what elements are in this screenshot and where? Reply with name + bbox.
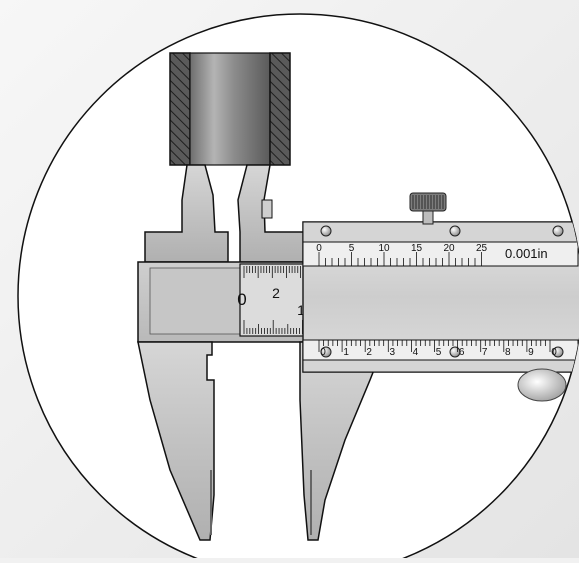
- screw-icon: [320, 225, 332, 237]
- scale-label: 5: [436, 347, 442, 358]
- scale-label: 0: [320, 347, 326, 358]
- scale-label: 15: [411, 243, 423, 254]
- unit-label: 0.001in: [505, 246, 548, 261]
- vernier-slider: [302, 221, 579, 373]
- thumb-wheel-icon[interactable]: [409, 192, 447, 225]
- scale-label: 9: [528, 347, 534, 358]
- pipe: [169, 52, 291, 166]
- scale-label: 8: [505, 347, 511, 358]
- scale-label: 7: [482, 347, 488, 358]
- pipe-bore: [189, 52, 271, 166]
- roller-wheel-icon: [517, 368, 567, 402]
- scale-label: 20: [443, 243, 455, 254]
- scale-label: 0: [316, 243, 322, 254]
- scale-label: 1: [297, 302, 305, 318]
- screw-icon: [552, 225, 564, 237]
- vernier-top-window: [302, 241, 579, 267]
- scale-label: 25: [476, 243, 488, 254]
- knurl-lines: [412, 195, 444, 209]
- scale-label: 2: [366, 347, 372, 358]
- jaw-notch: [261, 199, 273, 219]
- screw-icon: [449, 225, 461, 237]
- fixed-lower-jaw: [137, 341, 215, 541]
- inch-zero-label: 0: [237, 290, 246, 309]
- thumb-wheel-stem: [422, 209, 434, 225]
- pipe-wall-right: [269, 52, 291, 166]
- scale-label: 6: [459, 347, 465, 358]
- vernier-top-scale: 0 5 10 15 20 25: [316, 243, 487, 266]
- pipe-wall-left: [169, 52, 191, 166]
- vernier-top-band: [302, 221, 579, 243]
- scale-label: 4: [413, 347, 419, 358]
- vernier-bottom-scale: 0 1 2 3 4 5 6 7 8 9 0: [318, 340, 557, 358]
- scale-label: 0: [551, 347, 557, 358]
- scale-label: 1: [343, 347, 349, 358]
- scale-label: 3: [390, 347, 396, 358]
- scale-label: 2: [272, 285, 280, 301]
- screw-icon: [552, 346, 564, 358]
- screw-icon: [320, 346, 332, 358]
- scale-label: 10: [378, 243, 390, 254]
- scale-label: 5: [349, 243, 355, 254]
